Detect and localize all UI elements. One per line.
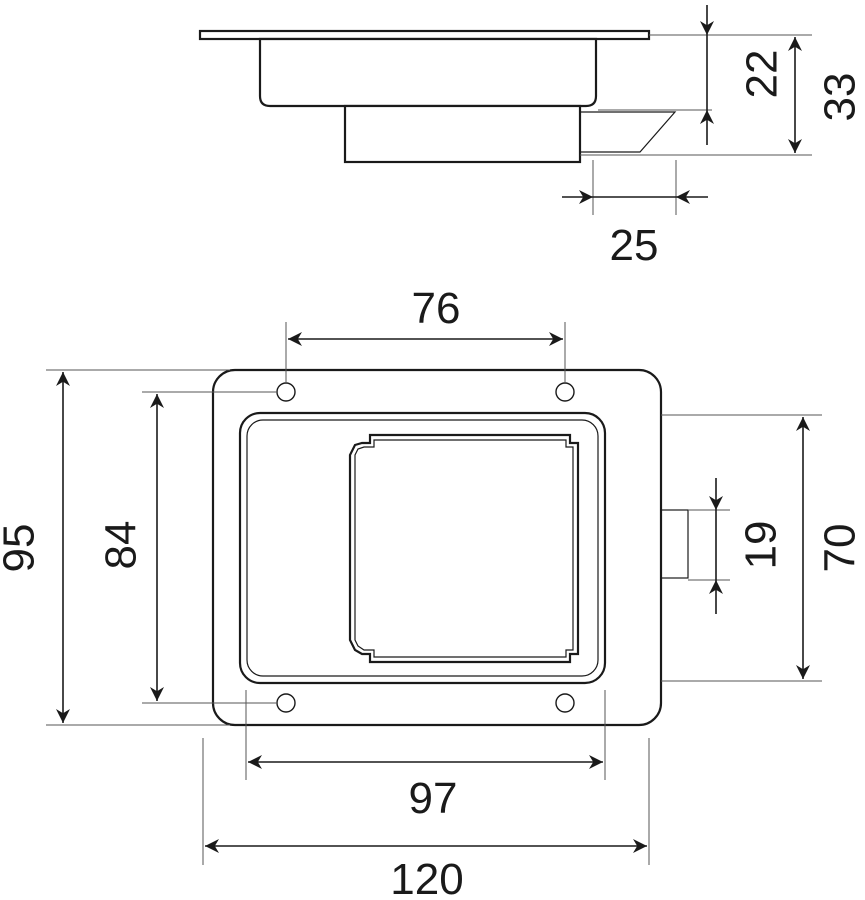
dim-recess-width: 97 <box>409 774 458 823</box>
side-tab-outline <box>660 509 689 579</box>
side-upper-body <box>258 37 598 108</box>
dim-overall-width: 120 <box>390 855 463 900</box>
mounting-hole <box>276 693 296 713</box>
side-flange <box>198 29 651 41</box>
mounting-hole <box>555 382 575 402</box>
dim-hole-spacing-horizontal: 76 <box>412 284 461 333</box>
dim-tab-height: 19 <box>737 521 786 570</box>
side-view: 22 33 25 <box>198 5 865 270</box>
dim-side-offset: 25 <box>610 221 659 270</box>
cutout-inner-outline <box>354 439 574 658</box>
mounting-hole <box>276 382 296 402</box>
dim-overall-height: 95 <box>0 524 44 573</box>
cutout-outline <box>348 433 580 664</box>
mounting-hole <box>555 693 575 713</box>
dim-recess-height: 70 <box>816 524 865 573</box>
dim-side-height-inner: 22 <box>738 50 787 99</box>
side-lower-body <box>343 104 582 164</box>
top-view: 76 95 84 19 70 97 120 <box>0 284 865 900</box>
dim-side-height-total: 33 <box>816 73 865 122</box>
side-tab <box>580 111 677 153</box>
recess-inner-outline <box>246 419 599 677</box>
dim-hole-spacing-vertical: 84 <box>97 521 146 570</box>
